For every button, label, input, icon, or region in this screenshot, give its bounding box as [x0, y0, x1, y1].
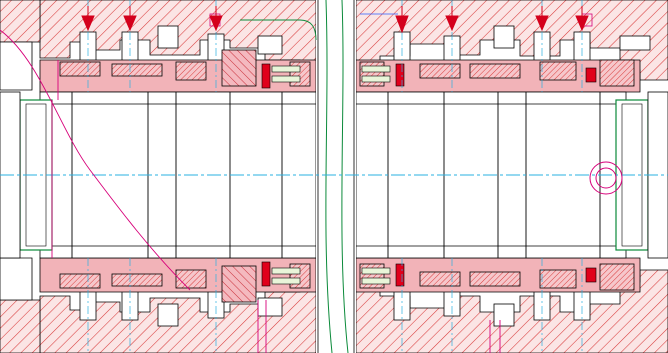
- down-arrow-marker-icon: [123, 6, 137, 32]
- arrow-markers: [81, 6, 589, 34]
- down-arrow-marker-icon: [535, 6, 549, 32]
- seal-ring-icon: [395, 263, 405, 287]
- seal-ring-icon: [585, 267, 597, 283]
- reference-circle-icon: [589, 161, 623, 195]
- seal-ring-icon: [261, 261, 271, 287]
- construction-lines: [0, 29, 501, 353]
- top-seals: [261, 63, 597, 89]
- seal-ring-icon: [395, 63, 405, 87]
- bottom-seals: [261, 261, 597, 287]
- seal-ring-icon: [585, 67, 597, 83]
- bracket-outline: [240, 19, 317, 41]
- vertical-centerlines: [87, 0, 583, 353]
- top-bearing-section: [39, 49, 641, 93]
- down-arrow-marker-icon: [445, 6, 459, 32]
- down-arrow-marker-icon: [395, 6, 409, 34]
- central-split: [316, 0, 356, 353]
- down-arrow-marker-icon: [209, 6, 223, 32]
- seal-ring-icon: [261, 63, 271, 89]
- bottom-bolts: [79, 287, 591, 327]
- down-arrow-marker-icon: [81, 6, 95, 32]
- down-arrow-marker-icon: [575, 6, 589, 32]
